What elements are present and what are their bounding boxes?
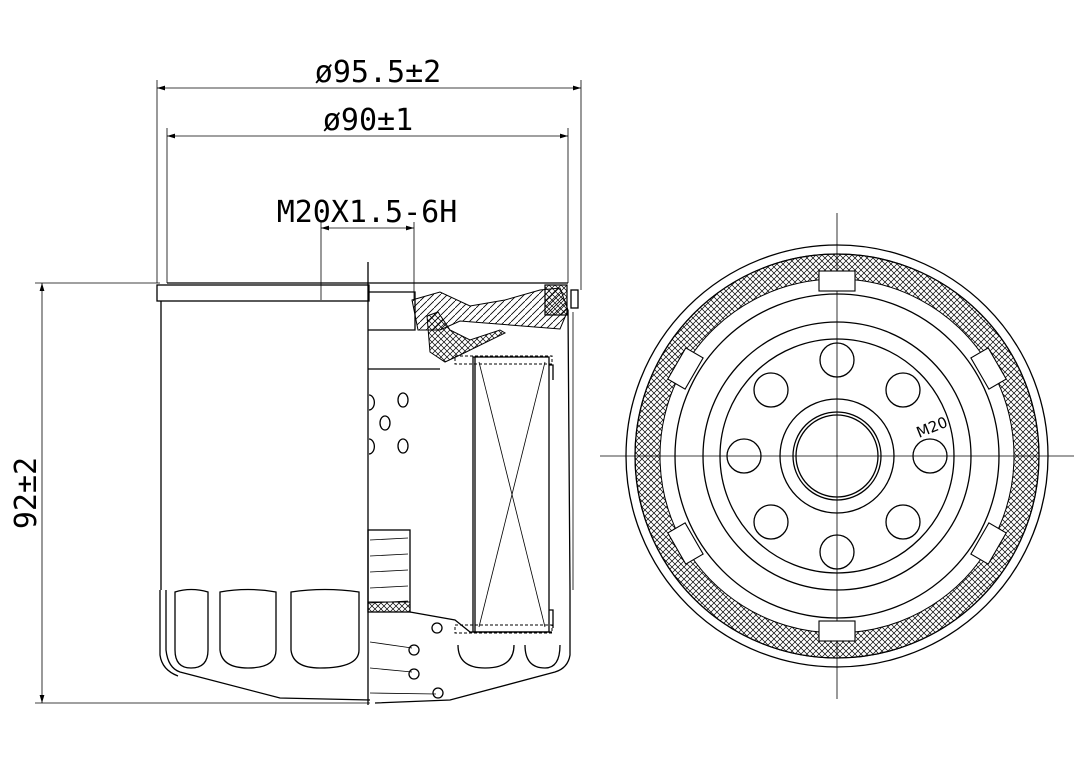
end-view-thread-label: M20 — [914, 413, 950, 442]
dimension-inner-diameter: ø90±1 — [166, 103, 569, 283]
height-label: 92±2 — [9, 457, 44, 529]
side-view — [156, 262, 579, 705]
outer-diameter-label: ø95.5±2 — [315, 55, 441, 90]
thread-label: M20X1.5-6H — [277, 195, 458, 230]
dimension-height: 92±2 — [9, 282, 370, 704]
end-view: M20 — [600, 213, 1074, 699]
inner-diameter-label: ø90±1 — [323, 103, 413, 138]
dimension-outer-diameter: ø95.5±2 — [156, 55, 582, 290]
dimension-thread: M20X1.5-6H — [277, 195, 458, 300]
